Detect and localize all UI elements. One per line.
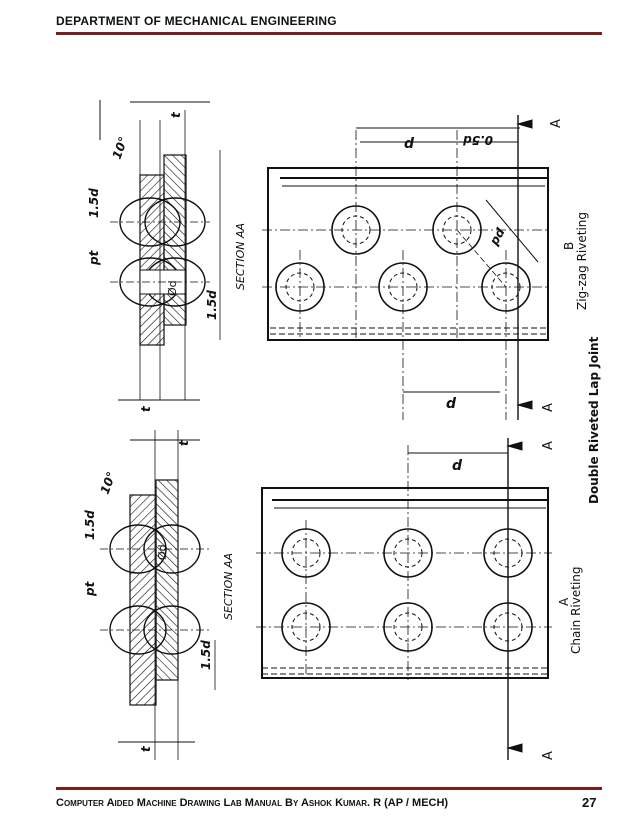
view-label-a2: A — [541, 403, 556, 412]
section-aa-chain: SECTION AA — [222, 553, 235, 620]
angle-10-chain: 10° — [98, 470, 119, 496]
dim-d-chain: d — [452, 458, 463, 474]
dia-top: Ød — [166, 280, 179, 296]
thk-chain-b: t — [139, 745, 153, 752]
caption-letter-a: A — [557, 597, 571, 606]
angle-10-top: 10° — [110, 135, 131, 161]
caption-zigzag: Zig-zag Riveting — [575, 212, 589, 310]
section-aa-top: SECTION AA — [234, 223, 247, 290]
dim-pt-chain: pt — [83, 580, 97, 597]
caption-letter-b: B — [562, 242, 576, 250]
zigzag-section-view — [99, 100, 221, 401]
chain-plate-view — [256, 438, 552, 760]
thk-top-a: t — [169, 111, 183, 118]
chain-section-arrows — [506, 441, 523, 753]
zigzag-plate-view — [262, 115, 550, 420]
page-footer: Computer Aided Machine Drawing Lab Manua… — [56, 797, 449, 809]
thk-top-b: t — [139, 405, 153, 412]
dim-d-top: d — [404, 136, 415, 152]
dim-15d-top-a: 1.5d — [87, 188, 101, 218]
zigzag-section-arrows — [516, 119, 533, 410]
view-label-a4: A — [541, 751, 556, 760]
dim-pd: pd — [486, 225, 507, 248]
chain-section-view — [100, 430, 216, 760]
footer-rule — [56, 787, 602, 790]
page-header: DEPARTMENT OF MECHANICAL ENGINEERING — [56, 14, 337, 28]
dia-chain: Ød — [156, 544, 169, 560]
thk-chain-a: t — [177, 439, 191, 446]
dim-15d-top-b: 1.5d — [205, 290, 219, 320]
dim-d-bottom: d — [446, 396, 457, 412]
drawing-title: Double Riveted Lap Joint — [587, 336, 601, 504]
dim-15d-chain-a: 1.5d — [83, 510, 97, 540]
page-number: 27 — [582, 795, 597, 810]
view-label-a1: A — [549, 119, 564, 128]
dim-05d: 0.5d — [463, 133, 493, 147]
dim-pt-top: pt — [87, 249, 101, 266]
dim-15d-chain-b: 1.5d — [199, 640, 213, 670]
view-label-a3: A — [541, 441, 556, 450]
caption-chain: Chain Riveting — [569, 566, 583, 654]
header-rule — [56, 32, 602, 35]
